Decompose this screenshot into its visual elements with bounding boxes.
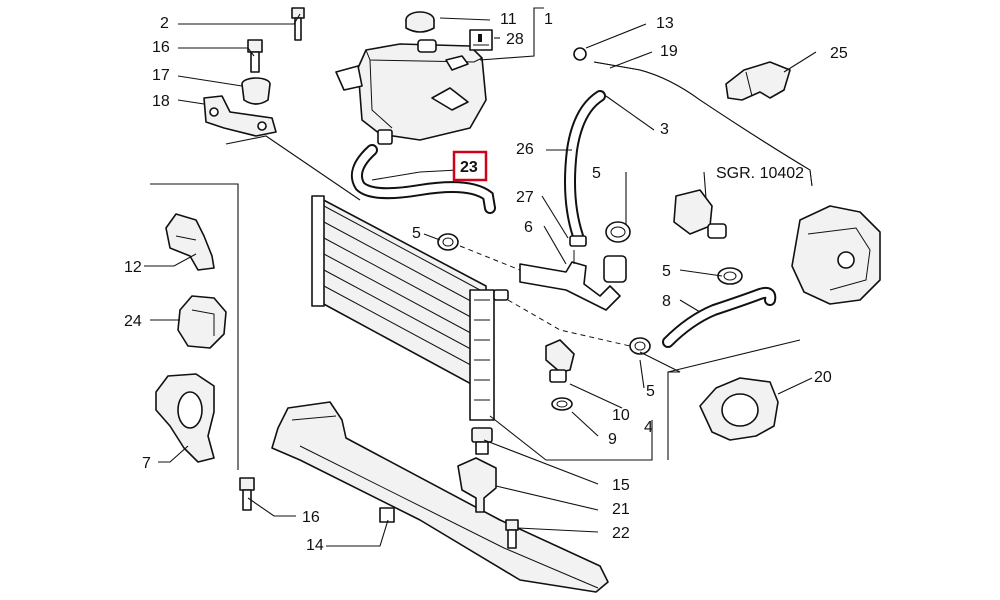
bolt-22 [505,519,519,549]
callout-22: 22 [612,525,630,542]
clip-12 [165,213,215,271]
callout-28: 28 [506,31,524,48]
callout-8: 8 [662,293,671,310]
callout-4: 4 [644,419,653,436]
callout-7: 7 [142,455,151,472]
leader-lines [144,7,817,547]
callout-5-right: 5 [662,263,671,280]
thermostat-housing [673,189,727,239]
callout-25: 25 [830,45,848,62]
highlight-box [452,150,488,182]
callout-14: 14 [306,537,324,554]
callout-19: 19 [660,43,678,60]
o-ring-9 [551,397,573,411]
clamp-5-right [717,267,743,285]
bolt-16-top [247,39,263,73]
clip-24 [177,295,227,349]
crossmember [271,401,609,593]
callout-5-lower: 5 [646,383,655,400]
callout-21: 21 [612,501,630,518]
callout-26: 26 [516,141,534,158]
callout-27: 27 [516,189,534,206]
clamp-5-top-right [605,221,631,243]
callout-10: 10 [612,407,630,424]
callout-16-bottom: 16 [302,509,320,526]
clamp-27 [569,235,587,247]
callout-20: 20 [814,369,832,386]
tee-fitting-6 [519,250,627,311]
drain-plug-15 [471,427,493,455]
callout-15: 15 [612,477,630,494]
bracket-20 [699,377,779,441]
callout-24: 24 [124,313,142,330]
callout-23: 23 [460,159,478,176]
radiator [311,195,509,421]
clamp-13 [573,47,587,61]
clip-7 [155,373,215,463]
highlighted-callout-23[interactable]: 23 [452,150,488,182]
sensor-21 [457,457,497,513]
callout-1: 1 [544,11,553,28]
fitting-10 [545,339,575,383]
clamp-5-lower [629,337,651,355]
callout-9: 9 [608,431,617,448]
bolt-16-bottom [239,477,255,511]
callout-16-top: 16 [152,39,170,56]
callout-13: 13 [656,15,674,32]
tank-cap [405,11,435,33]
callout-3: 3 [660,121,669,138]
warning-sticker [469,29,493,51]
hose-23 [351,144,496,214]
rubber-mount-17 [241,77,271,105]
hose-8 [662,286,777,348]
callout-5-left: 5 [412,225,421,242]
callout-5-top: 5 [592,165,601,182]
callout-12: 12 [124,259,142,276]
reference-label: SGR. 10402 [716,165,804,182]
bracket-25 [725,61,791,101]
clamp-5-left [437,233,459,251]
callout-11: 11 [500,11,517,28]
engine-block [791,205,881,305]
callout-17: 17 [152,67,170,84]
expansion-tank [335,39,487,145]
callout-18: 18 [152,93,170,110]
callout-6: 6 [524,219,533,236]
hose-19 [593,61,813,187]
bracket-18 [203,95,277,137]
callout-2: 2 [160,15,169,32]
